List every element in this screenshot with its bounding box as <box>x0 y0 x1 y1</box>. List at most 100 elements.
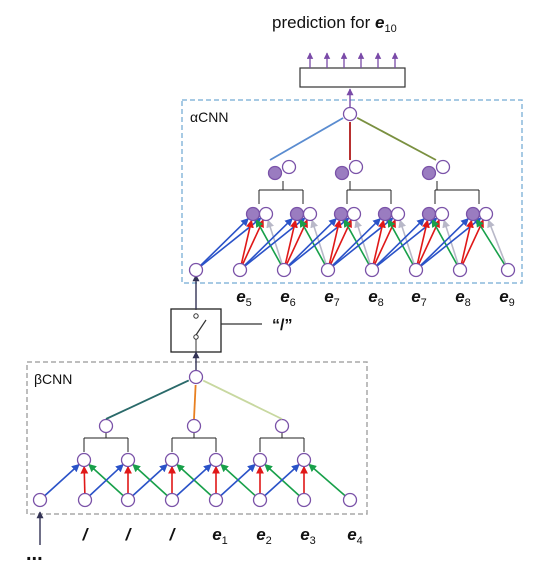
beta-input-label: e1 <box>212 525 228 547</box>
conv-edge <box>176 463 217 501</box>
node <box>267 165 283 181</box>
node <box>364 262 380 278</box>
conv-edge <box>398 219 417 271</box>
node <box>434 206 450 222</box>
conv-edge <box>84 463 124 501</box>
node <box>296 452 312 468</box>
node <box>452 262 468 278</box>
node <box>296 492 312 508</box>
conv-edge <box>255 218 285 271</box>
node <box>232 262 248 278</box>
node <box>188 262 204 278</box>
alpha-input-label: e7 <box>411 287 427 309</box>
node <box>274 418 290 434</box>
conv-edge <box>371 219 386 271</box>
node <box>465 206 481 222</box>
node <box>98 418 114 434</box>
alpha-input-label: e9 <box>499 287 515 309</box>
conv-edge <box>299 218 329 271</box>
node <box>320 262 336 278</box>
node <box>289 206 305 222</box>
conv-edge <box>415 217 469 271</box>
conv-edge <box>459 219 484 271</box>
top-connection <box>356 116 437 161</box>
node <box>435 159 451 175</box>
node <box>120 492 136 508</box>
node <box>421 206 437 222</box>
node <box>252 452 268 468</box>
node <box>76 452 92 468</box>
conv-edge <box>239 219 264 271</box>
node <box>208 452 224 468</box>
beta-input-label: e2 <box>256 525 272 547</box>
conv-edge <box>387 218 417 271</box>
node <box>390 206 406 222</box>
alpha-input-labels: e5 e6 e7 e8 e7 e8 e9 <box>236 287 515 309</box>
alpha-input-label: e8 <box>455 287 471 309</box>
node <box>120 452 136 468</box>
node <box>348 159 364 175</box>
conv-edge <box>308 463 351 501</box>
conv-edge <box>132 463 173 501</box>
conv-edge <box>310 219 329 271</box>
alpha-input-label: e5 <box>236 287 252 309</box>
conv-edge <box>283 219 308 271</box>
alpha-cnn-box <box>181 99 523 284</box>
top-connection <box>202 379 283 420</box>
node <box>252 492 268 508</box>
node <box>478 206 494 222</box>
conv-edge <box>371 219 396 271</box>
beta-input-label: e3 <box>300 525 316 547</box>
node <box>346 206 362 222</box>
conv-edge <box>88 463 129 501</box>
beta-input-label: e4 <box>347 525 363 547</box>
prediction-title: prediction for e10 <box>272 13 397 35</box>
conv-edge <box>264 463 305 501</box>
conv-edge <box>283 219 298 271</box>
conv-edge <box>354 219 373 271</box>
conv-edge <box>459 219 474 271</box>
beta-input-label: / <box>169 525 177 544</box>
node <box>333 206 349 222</box>
node <box>245 206 261 222</box>
conv-edge <box>220 463 261 501</box>
alpha-input-label: e8 <box>368 287 384 309</box>
conv-edge <box>442 219 461 271</box>
conv-edge <box>171 463 212 501</box>
node <box>377 206 393 222</box>
node <box>408 262 424 278</box>
node <box>77 492 93 508</box>
conv-edge <box>431 218 461 271</box>
alpha-input-label: e6 <box>280 287 296 309</box>
top-connection <box>269 117 344 161</box>
node <box>32 492 48 508</box>
node <box>334 165 350 181</box>
node <box>276 262 292 278</box>
conv-edge <box>327 219 342 271</box>
node <box>342 492 358 508</box>
node <box>188 369 204 385</box>
conv-edge <box>327 219 352 271</box>
conv-edge <box>215 463 256 501</box>
conv-edge <box>475 218 509 271</box>
conv-edge <box>327 217 381 271</box>
beta-cnn-network <box>32 369 358 508</box>
conv-edge <box>283 217 337 271</box>
node <box>258 206 274 222</box>
node <box>421 165 437 181</box>
conv-edge <box>343 218 373 271</box>
conv-edge <box>259 463 300 501</box>
conv-edge <box>266 219 285 271</box>
node <box>500 262 516 278</box>
conv-edge <box>239 217 293 271</box>
conv-edge <box>487 219 509 271</box>
alpha-input-label: e7 <box>324 287 340 309</box>
node <box>281 159 297 175</box>
beta-input-label: / <box>125 525 133 544</box>
node <box>342 106 358 122</box>
alpha-cnn-network <box>188 106 516 278</box>
conv-edge <box>127 463 168 501</box>
conv-edge <box>415 219 440 271</box>
